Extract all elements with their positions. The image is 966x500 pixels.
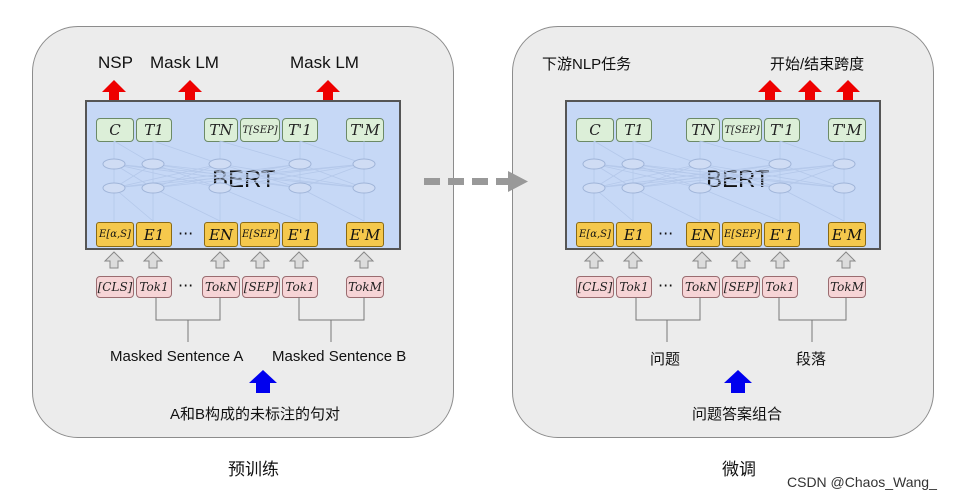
pretrain-tok-cls: [CLS] (96, 276, 134, 298)
pretrain-t-1: T1 (136, 118, 172, 142)
pretrain-tok-n: TokN (202, 276, 240, 298)
pretrain-sentence-b: Masked Sentence B (272, 348, 407, 365)
finetune-tok-sep: [SEP] (722, 276, 760, 298)
pretrain-tok-prime-1: Tok1 (282, 276, 318, 298)
finetune-tok-n: TokN (682, 276, 720, 298)
finetune-span-label: 开始/结束跨度 (770, 56, 865, 73)
finetune-tok-ellipsis: ··· (658, 276, 674, 295)
finetune-e-cls: E[α,S] (576, 222, 614, 247)
finetune-tok-1: Tok1 (616, 276, 652, 298)
finetune-task-label: 下游NLP任务 (542, 56, 632, 73)
pretrain-caption: 预训练 (228, 460, 279, 480)
pretrain-input-arrow (249, 370, 277, 393)
pretrain-e-cls: E[α,S] (96, 222, 134, 247)
pretrain-e-n: EN (204, 222, 238, 247)
pretrain-e-prime-1: E'1 (282, 222, 318, 247)
finetune-e-n: EN (686, 222, 720, 247)
finetune-red-arrows (758, 80, 860, 100)
pretrain-sentence-a: Masked Sentence A (110, 348, 244, 365)
finetune-question-label: 问题 (650, 351, 681, 368)
pretrain-e-ellipsis: ··· (178, 224, 194, 243)
pretrain-red-arrows (102, 80, 340, 100)
finetune-e-ellipsis: ··· (658, 224, 674, 243)
pretrain-brackets (155, 297, 365, 342)
pretrain-output-masklm-2: Mask LM (290, 53, 359, 72)
pretrain-e-sep: E[SEP] (240, 222, 280, 247)
pretrain-tok-1: Tok1 (136, 276, 172, 298)
finetune-network-graphic (582, 140, 856, 222)
pretrain-t-prime-m: T'M (346, 118, 384, 142)
finetune-tok-prime-m: TokM (828, 276, 866, 298)
finetune-e-prime-1: E'1 (764, 222, 800, 247)
finetune-input-arrow (724, 370, 752, 393)
finetune-gray-arrows (584, 251, 856, 269)
finetune-e-prime-m: E'M (828, 222, 866, 247)
flow-arrow (424, 171, 528, 192)
pretrain-gray-arrows (104, 251, 374, 269)
pretrain-tok-prime-m: TokM (346, 276, 384, 298)
finetune-caption: 微调 (722, 460, 756, 480)
watermark: CSDN @Chaos_Wang_ (787, 474, 937, 490)
pretrain-input-label: A和B构成的未标注的句对 (170, 406, 341, 423)
finetune-t-prime-m: T'M (828, 118, 866, 142)
finetune-paragraph-label: 段落 (796, 351, 827, 368)
finetune-tok-prime-1: Tok1 (762, 276, 798, 298)
finetune-e-sep: E[SEP] (722, 222, 762, 247)
finetune-t-sep: T[SEP] (722, 118, 762, 142)
pretrain-t-sep: T[SEP] (240, 118, 280, 142)
finetune-e-1: E1 (616, 222, 652, 247)
pretrain-output-masklm-1: Mask LM (150, 53, 219, 72)
pretrain-tok-ellipsis: ··· (178, 276, 194, 295)
pretrain-tok-sep: [SEP] (242, 276, 280, 298)
finetune-input-label: 问题答案组合 (692, 406, 783, 423)
finetune-brackets (635, 297, 847, 342)
pretrain-e-1: E1 (136, 222, 172, 247)
pretrain-t-n: TN (204, 118, 238, 142)
finetune-tok-cls: [CLS] (576, 276, 614, 298)
pretrain-e-prime-m: E'M (346, 222, 384, 247)
pretrain-output-nsp: NSP (98, 53, 133, 72)
pretrain-network-graphic (102, 140, 376, 222)
